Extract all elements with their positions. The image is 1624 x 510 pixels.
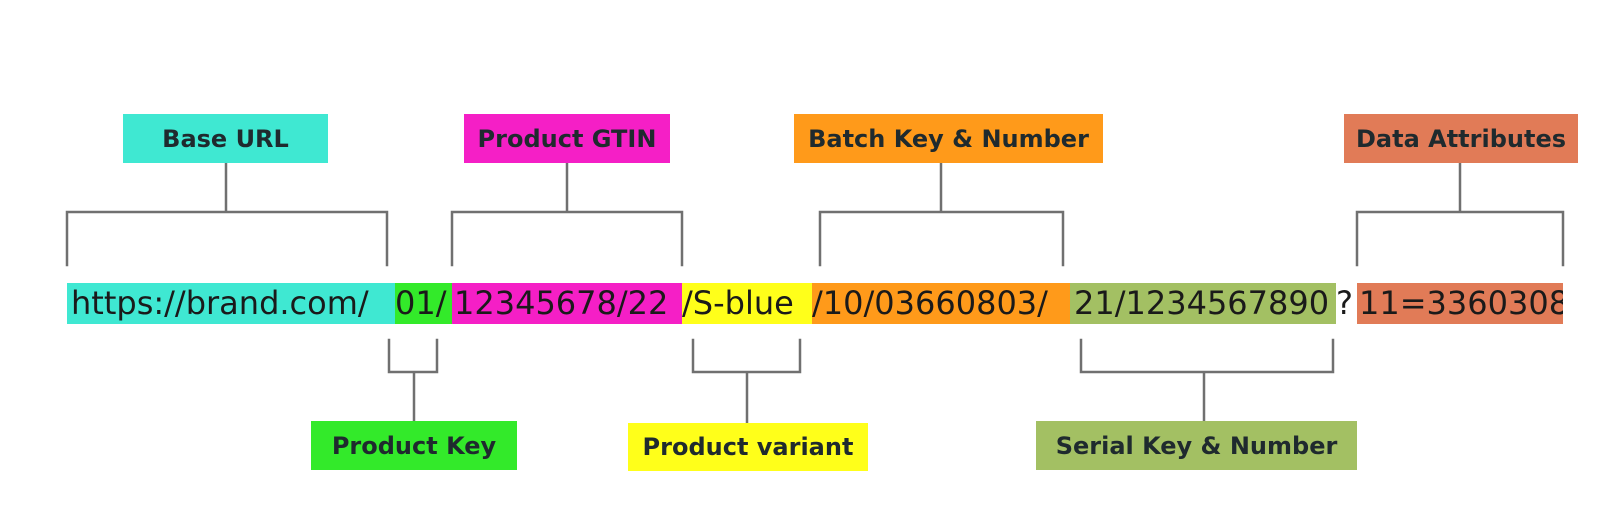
label-data-attributes: Data Attributes [1344,114,1578,163]
bracket-serial [1079,338,1335,423]
label-product-key: Product Key [311,421,517,470]
bracket-batch [818,161,1065,267]
bracket-data-attributes [1355,161,1565,267]
label-base-url: Base URL [123,114,328,163]
label-product-gtin: Product GTIN [464,114,670,163]
bracket-base-url [65,161,389,267]
label-batch-key-number: Batch Key & Number [794,114,1103,163]
url-query-separator: ? [1336,284,1353,322]
bracket-product-key [387,338,439,423]
bracket-product-gtin [450,161,684,267]
bracket-product-variant [691,338,802,425]
url-segment-serial: 21/1234567890 [1070,283,1336,324]
label-serial-key-number: Serial Key & Number [1036,421,1357,470]
url-segment-variant: /S-blue [682,283,812,324]
label-product-variant: Product variant [628,423,868,471]
url-segment-base: https://brand.com/ [67,283,395,324]
url-segment-batch: /10/03660803/ [812,283,1070,324]
url-segment-attributes: 11=3360308 [1357,283,1563,324]
url-segment-gtin: 12345678/22 [452,283,682,324]
url-segment-product-key: 01/ [395,283,452,324]
